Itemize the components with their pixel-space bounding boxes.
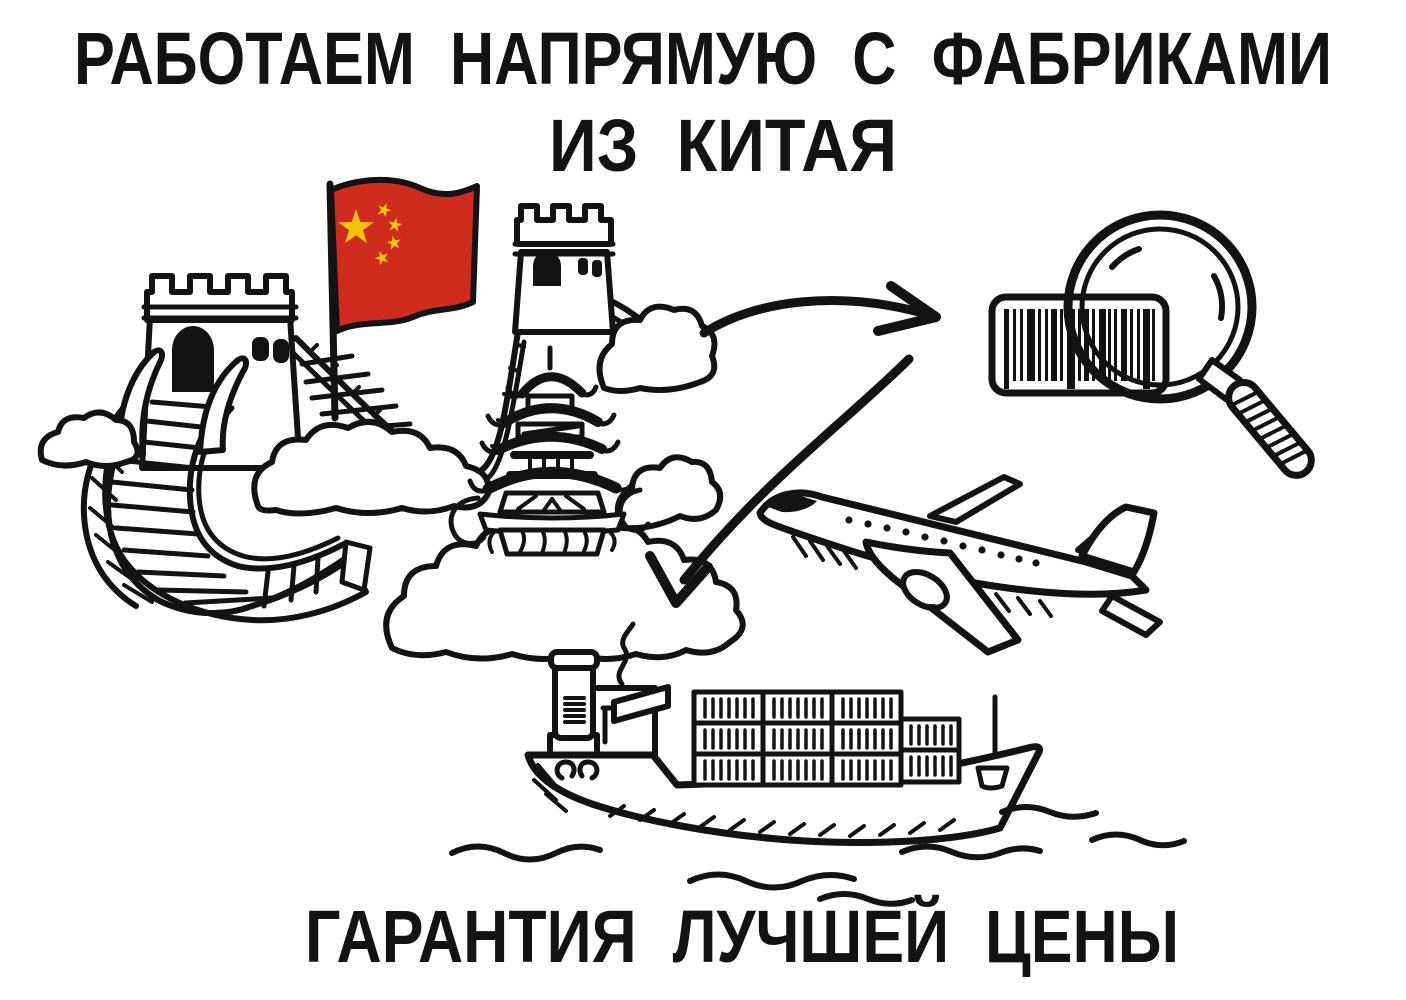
- plane-tail-fin: [1078, 503, 1158, 576]
- plane-far-wing: [927, 474, 1023, 525]
- flag-star-small: [386, 235, 401, 250]
- great-wall-icon: [37, 176, 746, 662]
- magnifier-handle: [1225, 378, 1315, 479]
- tower-window: [252, 337, 269, 361]
- footer-caption: ГАРАНТИЯ ЛУЧШЕЙ ЦЕНЫ: [305, 894, 1179, 978]
- flag-banner: [328, 176, 480, 334]
- china-flag-icon: [328, 176, 480, 334]
- flag-star-small: [377, 202, 392, 218]
- flag-star-small: [388, 217, 403, 232]
- tower-door: [533, 251, 561, 286]
- magnifier-icon: [1063, 210, 1315, 479]
- magnifier-lens: [1063, 210, 1257, 404]
- cloud-icon: [596, 303, 718, 394]
- arrow-down-icon: [645, 354, 914, 608]
- cloud-curl: [617, 487, 651, 533]
- plane-cockpit: [768, 495, 817, 513]
- tower-door: [172, 326, 214, 392]
- cloud-icon: [37, 409, 141, 469]
- plane-windows: [845, 516, 1040, 567]
- plane-fuselage: [756, 489, 1150, 598]
- watchtower-right-icon: [512, 203, 616, 335]
- waves-icon: [449, 804, 1187, 907]
- pagoda-icon: [467, 345, 637, 557]
- tower-window: [592, 260, 602, 277]
- hull-curls: [554, 759, 600, 781]
- barcode-inspection: [988, 210, 1315, 479]
- tower-window: [273, 339, 289, 363]
- tower-window: [578, 258, 588, 275]
- ship-superstructure: [547, 649, 671, 758]
- headline-line-1: РАБОТАЕМ НАПРЯМУЮ С ФАБРИКАМИ: [74, 17, 1332, 100]
- cloud-icon: [251, 419, 492, 517]
- plane-near-stabilizer: [1099, 593, 1163, 638]
- container-stack-icon: [691, 689, 962, 788]
- ship-hull: [524, 743, 1043, 846]
- cloud-curl: [448, 495, 487, 546]
- cargo-ship-icon: [449, 621, 1187, 907]
- ship-funnel: [611, 684, 671, 724]
- arrow-right-icon: [699, 281, 941, 338]
- flag-star-small: [374, 250, 389, 266]
- ship-hawse: [975, 765, 1010, 791]
- headline-line-2: ИЗ КИТАЯ: [549, 104, 897, 187]
- airplane-icon: [756, 474, 1163, 656]
- flag-star-large: [337, 209, 375, 244]
- smoke-icon: [616, 621, 636, 687]
